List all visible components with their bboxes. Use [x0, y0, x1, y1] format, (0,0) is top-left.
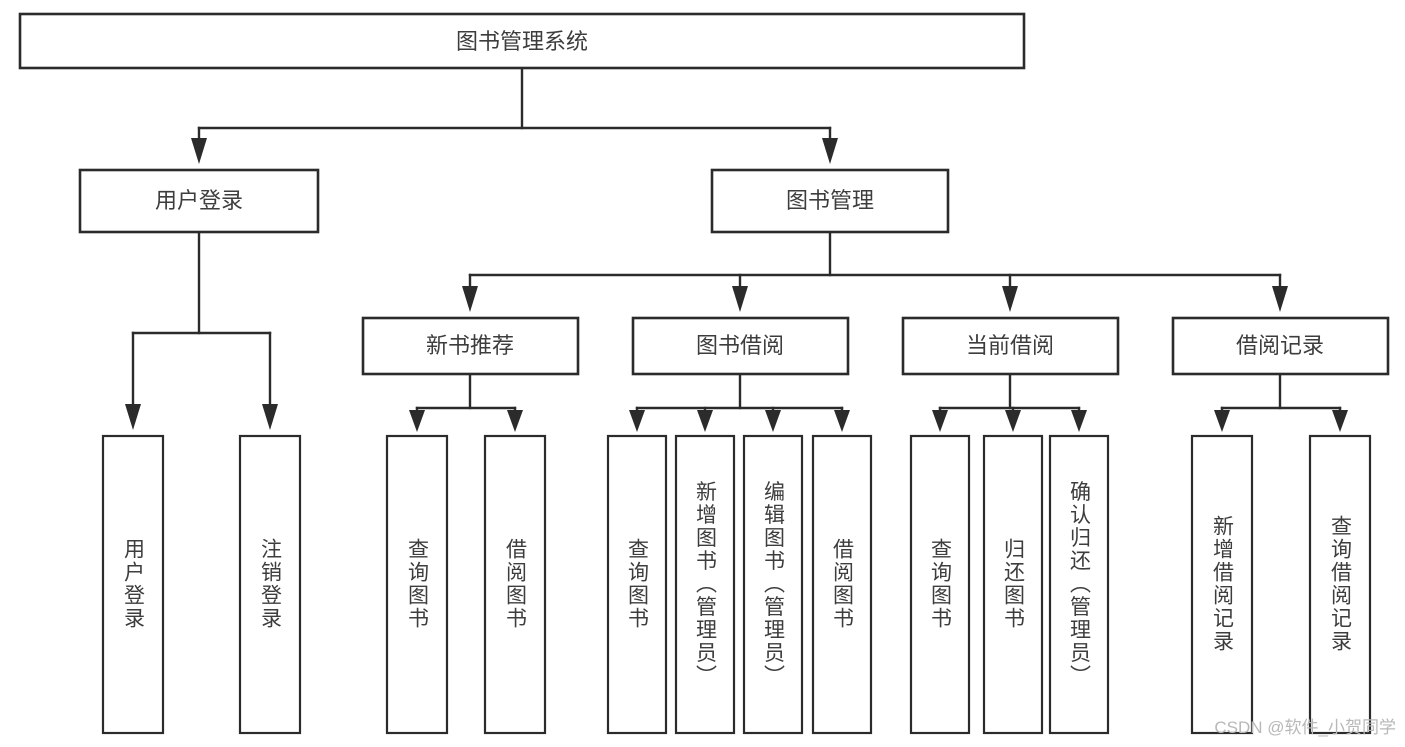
node-leaf-query-book-rec-label: 查询图书 [406, 538, 430, 630]
node-book-borrow[interactable]: 图书借阅 [631, 316, 850, 376]
node-leaf-user-login-label: 用户登录 [122, 538, 146, 630]
node-leaf-query-record-label: 查询借阅记录 [1329, 515, 1353, 653]
node-leaf-query-book-cur-box[interactable] [909, 434, 971, 735]
node-leaf-borrow-book-rec-label: 借阅图书 [504, 538, 528, 630]
node-leaf-logout-label: 注销登录 [259, 538, 283, 630]
node-leaf-edit-book-box[interactable] [742, 434, 804, 735]
node-leaf-borrow-book[interactable]: 借阅图书 [811, 434, 873, 735]
arrow-head-leaf-borrow-book-rec [507, 410, 523, 432]
node-leaf-logout[interactable]: 注销登录 [238, 434, 302, 735]
node-new-book-rec-box[interactable] [361, 316, 580, 376]
node-leaf-logout-box[interactable] [238, 434, 302, 735]
node-borrow-record-box[interactable] [1171, 316, 1390, 376]
node-leaf-confirm-return[interactable]: 确认归还（管理员） [1048, 434, 1110, 735]
node-leaf-return-book-box[interactable] [982, 434, 1044, 735]
connector-group-new-book-rec [409, 372, 523, 432]
node-book-borrow-label: 图书借阅 [696, 333, 784, 358]
node-current-borrow[interactable]: 当前借阅 [901, 316, 1120, 376]
arrow-head-leaf-query-book-borrow [629, 410, 645, 432]
node-borrow-record[interactable]: 借阅记录 [1171, 316, 1390, 376]
node-borrow-record-label: 借阅记录 [1236, 333, 1324, 358]
node-leaf-return-book[interactable]: 归还图书 [982, 434, 1044, 735]
arrow-head-book-manage [822, 138, 838, 164]
node-leaf-edit-book[interactable]: 编辑图书（管理员） [742, 434, 804, 735]
node-new-book-rec[interactable]: 新书推荐 [361, 316, 580, 376]
arrow-head-leaf-borrow-book [834, 410, 850, 432]
arrow-head-current-borrow [1002, 286, 1018, 312]
arrow-head-book-borrow [732, 286, 748, 312]
node-leaf-query-book-rec-box[interactable] [385, 434, 449, 735]
node-book-manage-label: 图书管理 [786, 188, 874, 213]
node-leaf-query-book-rec[interactable]: 查询图书 [385, 434, 449, 735]
node-leaf-add-book-box[interactable] [674, 434, 736, 735]
node-leaf-confirm-return-box[interactable] [1048, 434, 1110, 735]
arrow-head-leaf-query-book-rec [409, 410, 425, 432]
connector-group-book-manage [462, 230, 1288, 312]
node-leaf-edit-book-label: 编辑图书（管理员） [762, 481, 786, 688]
node-leaf-borrow-book-label: 借阅图书 [831, 538, 855, 630]
node-root[interactable]: 图书管理系统 [18, 12, 1026, 70]
node-leaf-query-book-cur-label: 查询图书 [929, 538, 953, 630]
arrow-head-leaf-user-login [125, 404, 141, 430]
node-leaf-borrow-book-rec-box[interactable] [483, 434, 547, 735]
connector-group-root [191, 66, 838, 164]
node-current-borrow-label: 当前借阅 [966, 333, 1054, 358]
watermark-label: CSDN @软件_小贺同学 [1214, 718, 1396, 737]
node-leaf-add-book[interactable]: 新增图书（管理员） [674, 434, 736, 735]
arrow-head-leaf-return-book [1005, 410, 1021, 432]
node-book-borrow-box[interactable] [631, 316, 850, 376]
node-leaf-query-book-borrow-label: 查询图书 [626, 538, 650, 630]
node-book-manage-box[interactable] [710, 168, 950, 234]
arrow-head-leaf-edit-book [765, 410, 781, 432]
connector-group-current-borrow [932, 372, 1087, 432]
node-leaf-query-book-borrow-box[interactable] [606, 434, 668, 735]
node-leaf-add-record-box[interactable] [1190, 434, 1254, 735]
node-new-book-rec-label: 新书推荐 [426, 333, 514, 358]
connector-group-user-login [125, 230, 278, 430]
node-leaf-query-book-cur[interactable]: 查询图书 [909, 434, 971, 735]
arrow-head-user-login [191, 138, 207, 164]
node-leaf-query-book-borrow[interactable]: 查询图书 [606, 434, 668, 735]
arrow-head-leaf-query-record [1332, 410, 1348, 432]
node-leaf-add-record-label: 新增借阅记录 [1211, 515, 1235, 653]
arrow-head-new-book-rec [462, 286, 478, 312]
arrow-head-borrow-record [1272, 286, 1288, 312]
arrow-head-leaf-query-book-cur [932, 410, 948, 432]
arrow-head-leaf-logout [262, 404, 278, 430]
node-leaf-add-record[interactable]: 新增借阅记录 [1190, 434, 1254, 735]
node-leaf-confirm-return-label: 确认归还（管理员） [1068, 481, 1092, 688]
node-leaf-user-login-box[interactable] [101, 434, 165, 735]
arrow-head-leaf-add-record [1214, 410, 1230, 432]
node-current-borrow-box[interactable] [901, 316, 1120, 376]
connector-group-book-borrow [629, 372, 850, 432]
node-leaf-add-book-label: 新增图书（管理员） [694, 481, 718, 688]
node-leaf-query-record[interactable]: 查询借阅记录 [1308, 434, 1372, 735]
connector-group-borrow-record [1214, 372, 1348, 432]
node-root-box[interactable] [18, 12, 1026, 70]
node-leaf-borrow-book-box[interactable] [811, 434, 873, 735]
node-leaf-user-login[interactable]: 用户登录 [101, 434, 165, 735]
node-book-manage[interactable]: 图书管理 [710, 168, 950, 234]
node-root-label: 图书管理系统 [456, 29, 588, 54]
node-user-login-box[interactable] [78, 168, 320, 234]
node-user-login-label: 用户登录 [155, 188, 243, 213]
node-leaf-return-book-label: 归还图书 [1002, 538, 1026, 630]
node-leaf-borrow-book-rec[interactable]: 借阅图书 [483, 434, 547, 735]
arrow-head-leaf-add-book [697, 410, 713, 432]
node-user-login[interactable]: 用户登录 [78, 168, 320, 234]
node-leaf-query-record-box[interactable] [1308, 434, 1372, 735]
arrow-head-leaf-confirm-return [1071, 410, 1087, 432]
